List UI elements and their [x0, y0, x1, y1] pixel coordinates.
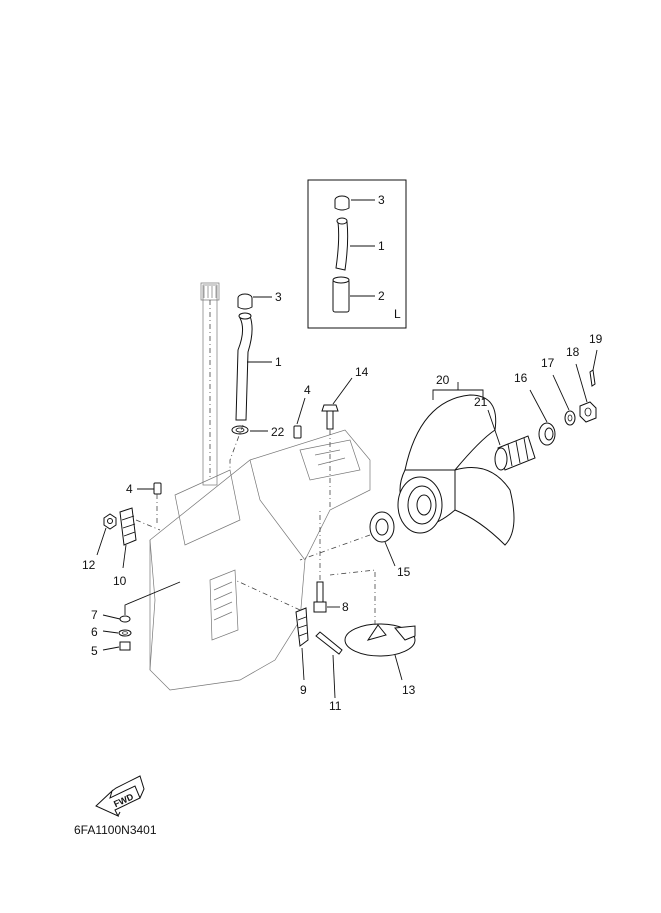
callout-4b: 4 [126, 482, 133, 496]
nut-and-bracket [96, 507, 161, 569]
callout-11: 11 [329, 699, 342, 713]
callout-9: 9 [300, 683, 307, 697]
callout-12: 12 [82, 558, 96, 572]
inset-box: L [307, 179, 407, 329]
callout-1: 1 [275, 355, 282, 369]
propeller-20 [397, 382, 515, 546]
lower-unit-housing [149, 429, 371, 691]
callout-labels: 3 1 2 3 1 22 4 4 14 12 10 7 6 5 8 9 11 1… [82, 193, 603, 713]
callout-5: 5 [91, 644, 98, 658]
callout-7: 7 [91, 608, 98, 622]
propeller-hardware [529, 349, 598, 446]
callout-6: 6 [91, 625, 98, 639]
washer-and-screw [102, 581, 181, 651]
callout-15: 15 [397, 565, 411, 579]
callout-8: 8 [342, 600, 349, 614]
thrust-washer-15 [299, 511, 396, 567]
callout-4a: 4 [304, 383, 311, 397]
callout-17: 17 [541, 356, 555, 370]
inset-label-2: 2 [378, 289, 385, 303]
callout-16: 16 [514, 371, 528, 385]
trim-tab-and-bolt [234, 579, 343, 699]
diagram-code: 6FA1100N3401 [74, 823, 157, 837]
inset-label-1: 1 [378, 239, 385, 253]
callout-21: 21 [474, 395, 488, 409]
fwd-arrow-icon: FWD [95, 775, 145, 818]
callout-19: 19 [589, 332, 603, 346]
callout-22: 22 [271, 425, 285, 439]
callout-14: 14 [355, 365, 369, 379]
spline-washer-21 [487, 409, 536, 471]
callout-20: 20 [436, 373, 450, 387]
callout-10: 10 [113, 574, 127, 588]
callout-18: 18 [566, 345, 580, 359]
anode-13 [329, 569, 416, 681]
callout-3: 3 [275, 290, 282, 304]
water-tube-assembly [229, 293, 272, 470]
callout-13: 13 [402, 683, 416, 697]
bolt-8 [313, 510, 340, 613]
drive-shaft [200, 282, 220, 486]
inset-label-3: 3 [378, 193, 385, 207]
dowel-pin-parts [137, 397, 306, 525]
bolt-14 [321, 377, 353, 510]
inset-marker: L [394, 307, 401, 321]
